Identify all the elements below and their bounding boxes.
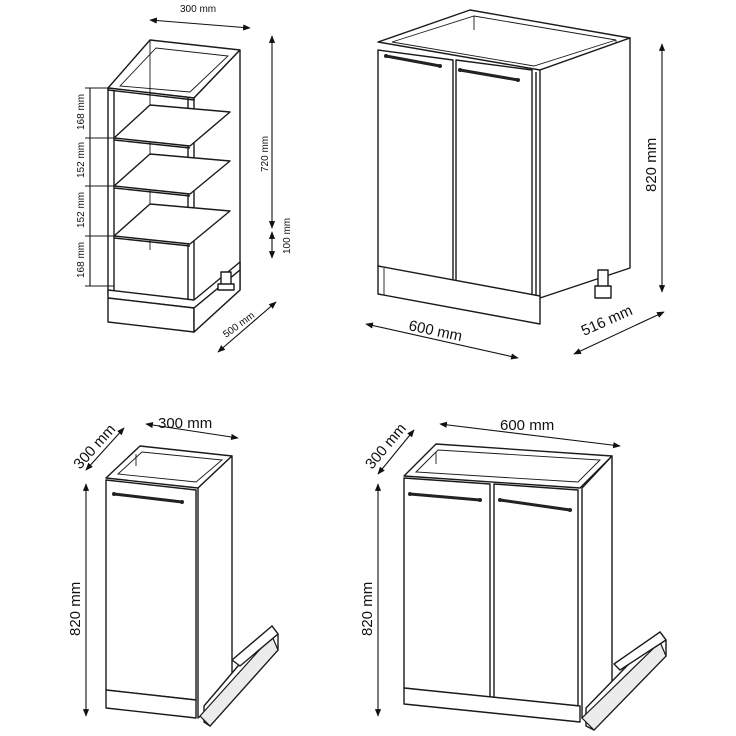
double-door-cabinet-bottom: [403, 443, 667, 731]
dim-bl-depth: 300 mm: [70, 421, 125, 473]
double-door-cabinet-top: [377, 9, 631, 325]
label-br-height: 820 mm: [359, 582, 376, 636]
label-tl-width: 300 mm: [180, 4, 216, 15]
label-tl-plinth: 100 mm: [282, 218, 293, 254]
dim-bl-height: 820 mm: [67, 483, 90, 717]
dim-br-height: 820 mm: [359, 483, 382, 717]
single-door-cabinet: [105, 445, 279, 727]
label-tl-shelf-3: 152 mm: [76, 192, 87, 228]
label-bl-height: 820 mm: [67, 582, 84, 636]
dim-tr-width: 600 mm: [365, 317, 519, 360]
dim-bl-width: 300 mm: [145, 415, 239, 441]
label-tl-shelf-2: 152 mm: [76, 142, 87, 178]
label-tr-width: 600 mm: [407, 317, 464, 345]
label-tl-depth: 500 mm: [221, 310, 257, 340]
dim-tl-depth: 500 mm: [217, 301, 277, 353]
label-tr-depth: 516 mm: [579, 302, 635, 340]
label-tl-shelf-1: 168 mm: [76, 94, 87, 130]
dim-br-depth: 300 mm: [362, 420, 415, 475]
label-tr-height: 820 mm: [643, 138, 660, 192]
dim-br-width: 600 mm: [439, 417, 621, 449]
label-bl-depth: 300 mm: [70, 421, 119, 473]
label-br-width: 600 mm: [500, 417, 554, 434]
dim-tl-width: 300 mm: [149, 4, 251, 31]
label-tl-height: 720 mm: [260, 136, 271, 172]
dim-tl-height: 720 mm 100 mm: [260, 35, 293, 259]
dim-tr-depth: 516 mm: [573, 302, 665, 355]
dim-tr-height: 820 mm: [643, 43, 666, 293]
dim-tl-shelves: 168 mm 152 mm 152 mm 168 mm: [76, 87, 114, 287]
label-bl-width: 300 mm: [158, 415, 212, 432]
label-tl-shelf-4: 168 mm: [76, 242, 87, 278]
open-shelf-cabinet: [107, 39, 241, 333]
